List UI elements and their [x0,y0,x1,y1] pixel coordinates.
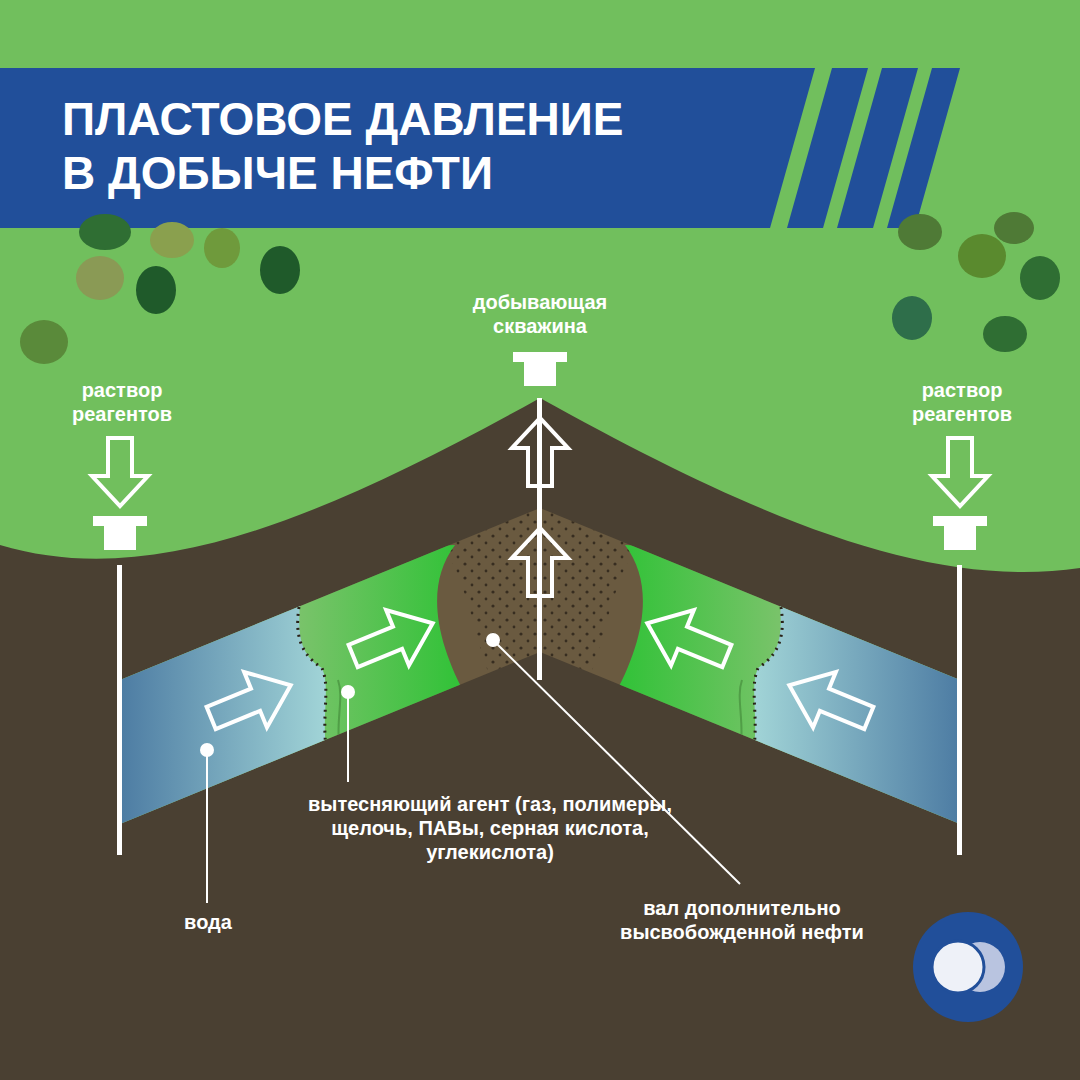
water-label: вода [148,910,268,934]
leader-lines [200,633,740,903]
banner-stripe [887,68,960,228]
agent-label: вытесняющий агент (газ, полимеры, щелочь… [295,792,685,864]
logo [913,912,1023,1022]
well-label: добывающая скважина [445,290,635,338]
flow-arrows [92,418,988,596]
title: ПЛАСТОВОЕ ДАВЛЕНИЕ В ДОБЫЧЕ НЕФТИ [62,92,662,201]
injection-label: раствор реагентов [47,378,197,426]
oil-bank-label: вал дополнительно высвобожденной нефти [597,896,887,944]
title-banner [0,68,815,228]
ground [0,398,1080,1080]
injection-label: раствор реагентов [887,378,1037,426]
trees [20,212,1060,364]
wells [93,352,987,855]
